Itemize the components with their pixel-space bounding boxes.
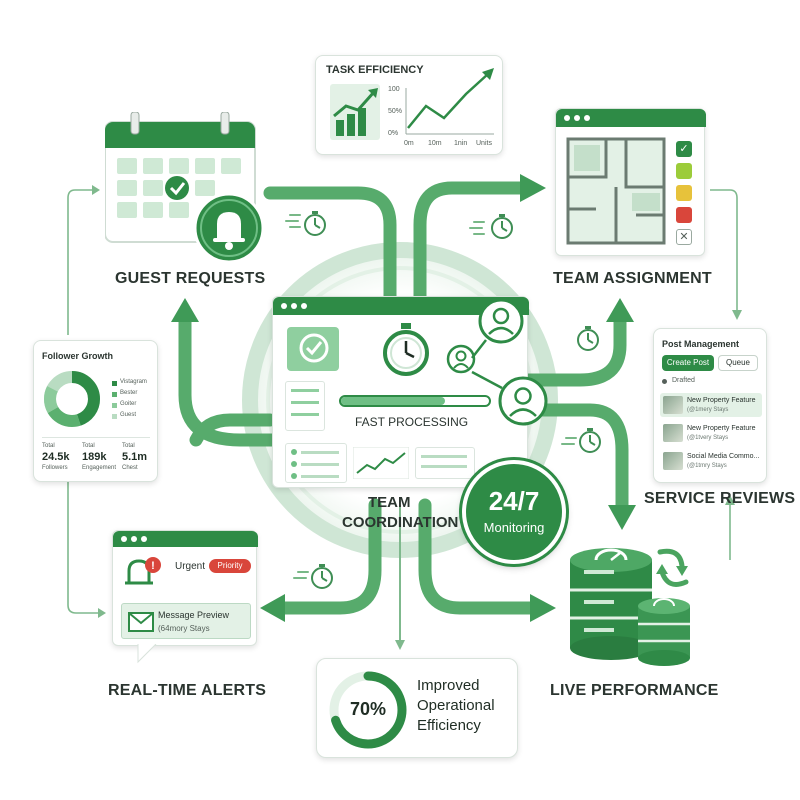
mini-line-chart [353,447,409,479]
follower-growth-card: Follower Growth Vistagram Bester Goiter … [33,340,158,482]
efficiency-line2: Operational [417,697,495,714]
x-tick-1nin: 1nin [454,140,468,147]
post-title: New Property Feature [687,397,756,404]
bell-icon [193,192,265,264]
legend-bester: Bester [120,390,138,396]
task-efficiency-title: TASK EFFICIENCY [326,64,424,76]
envelope-icon [128,612,154,632]
follower-donut [44,371,100,427]
message-preview-card[interactable]: Message Preview (64mory Stays [121,603,251,639]
x-tick-10m: 10m [428,140,442,147]
refresh-icon [657,548,689,587]
drafted-label: Drafted [672,377,695,384]
checkmark-icon [299,333,329,363]
team-assignment-label: TEAM ASSIGNMENT [553,270,712,287]
status-lime [676,163,692,179]
post-title: New Property Feature [687,425,756,432]
y-tick-50: 50% [388,108,403,115]
window-titlebar [113,531,258,547]
queue-button[interactable]: Queue [718,355,758,371]
efficiency-line3: Efficiency [417,717,481,734]
task-efficiency-chart [330,68,494,140]
status-check: ✓ [676,141,692,157]
user-link-lines [471,339,503,390]
database-icon [570,548,690,666]
x-tick-units: Units [476,140,492,147]
post-item[interactable]: New Property Feature (@1tvery Stays [660,421,762,445]
team-assignment-window: ✓ ✕ [555,108,706,256]
service-reviews-label: SERVICE REVIEWS [644,490,796,507]
priority-badge: Priority [209,559,251,573]
processing-progress-bar [339,395,491,407]
user-icon [446,344,476,374]
y-tick-0: 0% [388,130,399,137]
stopwatch-icon [383,323,429,376]
guest-requests-label: GUEST REQUESTS [115,270,266,287]
stat-label: Total [122,443,135,449]
post-management-card: Post Management Create Post Queue Drafte… [653,328,767,483]
task-efficiency-card: TASK EFFICIENCY 100 50% 0% 0m 10m 1nin U… [315,55,503,155]
stat-chest-sub: Chest [122,465,138,471]
monitoring-big: 24/7 [488,486,540,516]
window-titlebar [273,297,529,315]
legend-guest: Guest [120,412,137,418]
coordination-line1: TEAM [368,494,411,511]
live-performance-label: LIVE PERFORMANCE [550,682,719,699]
stat-followers-value: 24.5k [42,451,70,463]
post-management-title: Post Management [662,339,740,349]
post-item[interactable]: New Property Feature (@1mery Stays [660,393,762,417]
post-handle: (@1tvery Stays [687,435,729,441]
monitoring-small: Monitoring [483,520,545,535]
close-icon[interactable]: ✕ [676,229,692,245]
floorplan-icon [566,137,666,245]
legend-vistagram: Vistagram [120,379,147,385]
user-icon [498,376,548,426]
stat-label: Total [42,443,55,449]
stat-engagement-sub: Engagement [82,465,117,471]
create-post-button[interactable]: Create Post [662,355,714,371]
window-titlebar [556,109,706,127]
fast-processing-label: FAST PROCESSING [355,415,469,429]
post-handle: (@1mery Stays [687,407,729,413]
stat-chest-value: 5.1m [122,451,148,463]
post-handle: (@1tmry Stays [687,463,727,469]
stopwatch-icon [304,214,601,589]
alerts-window: ! Urgent Priority Message Preview (64mor… [112,530,258,646]
x-tick-0m: 0m [404,140,414,147]
status-red [676,207,692,223]
status-yellow [676,185,692,201]
real-time-alerts-label: REAL-TIME ALERTS [108,682,267,699]
efficiency-gauge [329,671,407,749]
svg-text:!: ! [151,560,155,572]
efficiency-line1: Improved [417,677,480,694]
legend-goiter: Goiter [120,401,137,407]
monitoring-badge: 24/7 Monitoring [462,460,566,564]
message-title: Message Preview [158,610,230,620]
efficiency-card: 70% Improved Operational Efficiency [316,658,518,758]
urgent-label: Urgent [175,561,206,572]
list-panel [285,381,325,431]
user-icon [478,298,524,344]
alert-bubble-tail [137,644,157,664]
stat-label: Total [82,443,95,449]
stat-engagement-value: 189k [82,451,107,463]
efficiency-percent: 70% [349,699,387,719]
follower-growth-title: Follower Growth [42,351,113,361]
post-item[interactable]: Social Media Commo... (@1tmry Stays [660,449,762,473]
stat-followers-sub: Followers [42,465,68,471]
bell-icon: ! [125,557,161,585]
y-tick-100: 100 [388,86,400,93]
post-title: Social Media Commo... [687,453,760,460]
message-handle: (64mory Stays [158,624,210,633]
coordination-line2: COORDINATION [342,514,459,531]
